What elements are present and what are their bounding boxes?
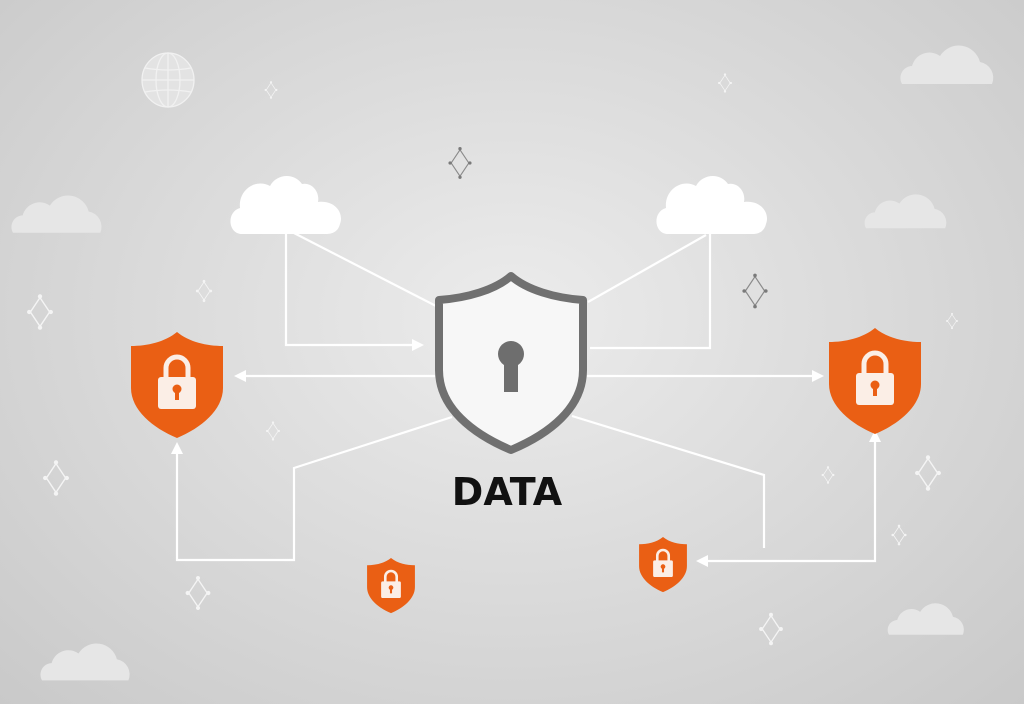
sparkle-icon	[717, 72, 733, 94]
padlock-icon	[856, 350, 894, 405]
background-cloud-icon	[40, 643, 130, 681]
sparkle-icon	[195, 279, 213, 303]
data-label: DATA	[451, 470, 563, 514]
cloud-left	[230, 175, 342, 234]
shield-left	[131, 332, 223, 438]
shield-right	[829, 328, 921, 434]
shield-small-bottom-right	[639, 537, 687, 593]
sparkle-icon	[265, 420, 281, 442]
sparkle-icon	[758, 612, 784, 646]
padlock-icon	[653, 548, 673, 578]
cloud-icon	[656, 175, 768, 234]
sparkle-icon	[945, 312, 959, 330]
padlock-icon	[158, 354, 196, 409]
central-shield	[435, 272, 587, 454]
connectors	[171, 231, 881, 567]
sparkle-icon	[184, 575, 212, 611]
background-cloud-icon	[11, 195, 102, 233]
sparkle-icon	[741, 273, 769, 309]
cloud-right	[656, 175, 768, 234]
background-cloud-icon	[887, 603, 964, 635]
globe-icon	[141, 52, 195, 108]
background-cloud-icon	[900, 45, 994, 84]
padlock-icon	[381, 569, 401, 599]
sparkle-icon	[447, 146, 473, 180]
cloud-icon	[230, 175, 342, 234]
sparkle-icon	[26, 293, 54, 331]
sparkle-icon	[891, 524, 907, 546]
shield-small-bottom-left	[367, 558, 415, 614]
background-cloud-icon	[864, 194, 947, 229]
sparkle-icon	[264, 80, 278, 100]
data-label-container: DATA	[0, 470, 1024, 514]
keyhole-icon	[498, 341, 524, 392]
